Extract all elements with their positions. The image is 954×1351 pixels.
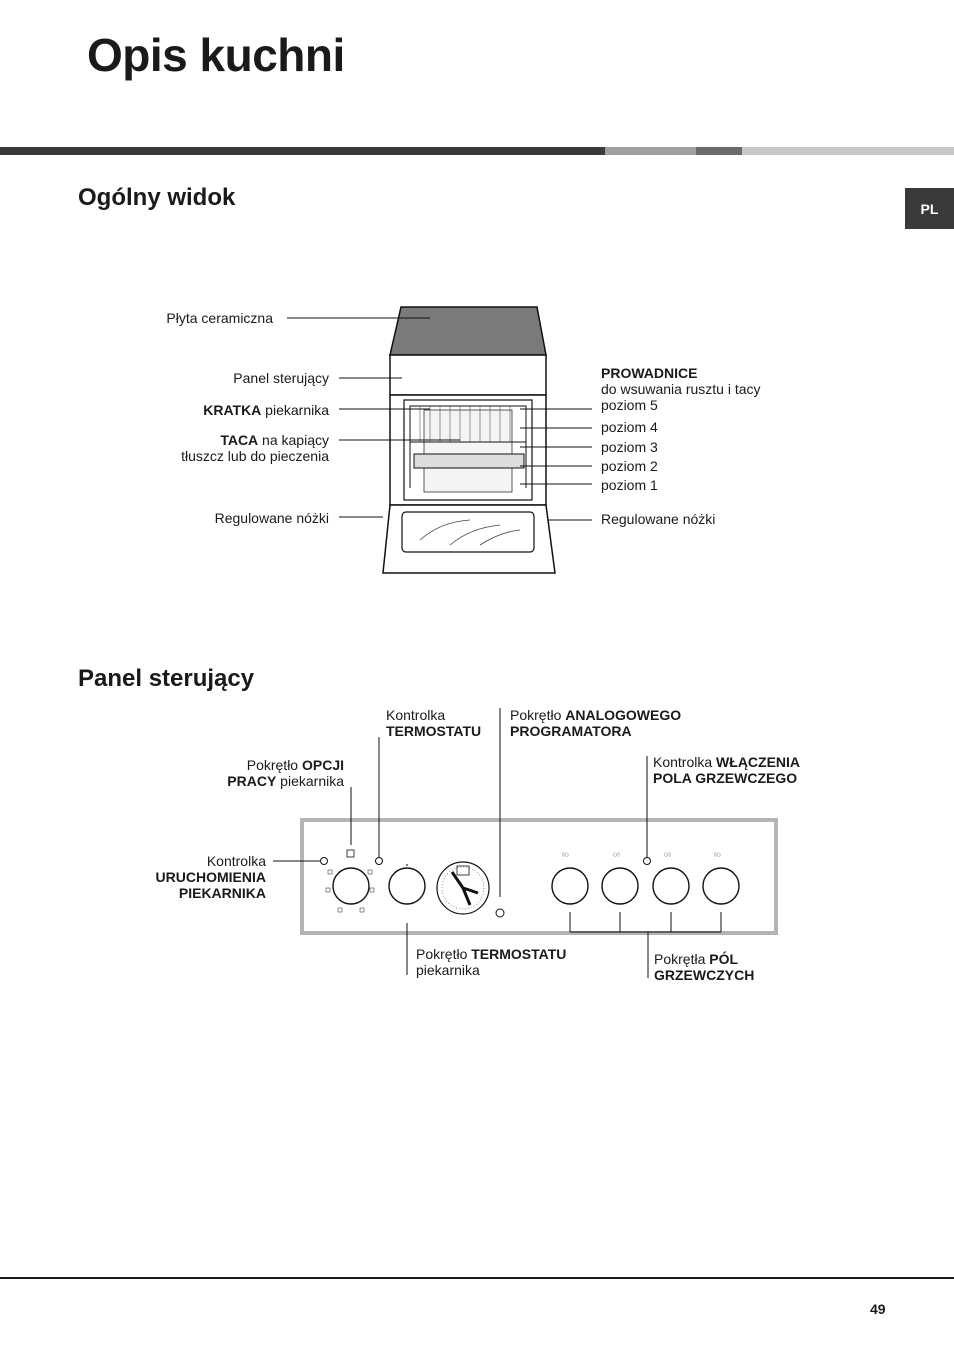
control-panel-heading: Panel sterujący xyxy=(78,665,255,692)
label-level-4: poziom 4 xyxy=(601,419,658,435)
label-hob-lamp-2: POLA GRZEWCZEGO xyxy=(653,770,798,786)
label-options-1: Pokrętło xyxy=(246,757,302,773)
label-ceramic-hob: Płyta ceramiczna xyxy=(166,310,273,326)
label-hob-lamp-1b: WŁĄCZENIA xyxy=(716,754,801,770)
label-feet-left: Regulowane nóżki xyxy=(214,510,329,526)
footer-divider xyxy=(0,1277,954,1279)
label-programmer-1b: ANALOGOWEGO xyxy=(565,707,682,723)
label-oven-grid-bold: KRATKA xyxy=(203,402,262,418)
header-bar-dark2 xyxy=(696,147,742,155)
label-level-1: poziom 1 xyxy=(601,477,658,493)
label-oven-lamp-3: PIEKARNIKA xyxy=(178,885,266,901)
label-guides-bold: PROWADNICE xyxy=(601,365,698,381)
label-hob-knobs-1b: PÓL xyxy=(709,951,739,967)
label-feet-right: Regulowane nóżki xyxy=(601,511,716,527)
header-bar-mid xyxy=(605,147,696,155)
page-number: 49 xyxy=(870,1301,886,1317)
label-programmer: Pokrętło ANALOGOWEGO PROGRAMATORA xyxy=(510,707,681,739)
label-hob-lamp: Kontrolka WŁĄCZENIA POLA GRZEWCZEGO xyxy=(653,754,800,786)
label-oven-lamp-1: Kontrolka xyxy=(206,853,266,869)
label-programmer-2: PROGRAMATORA xyxy=(510,723,632,739)
label-thermo-knob-2: piekarnika xyxy=(416,962,480,978)
page-title: Opis kuchni xyxy=(87,29,345,81)
svg-text:◊○: ◊○ xyxy=(562,851,569,858)
header-bar-dark xyxy=(0,147,605,155)
label-level-2: poziom 2 xyxy=(601,458,658,474)
label-programmer-1: Pokrętło xyxy=(510,707,566,723)
label-tray: TACA na kapiący tłuszcz lub do pieczenia xyxy=(181,432,329,464)
label-oven-grid: KRATKA piekarnika xyxy=(203,402,329,418)
label-tray-line2: tłuszcz lub do pieczenia xyxy=(181,448,329,464)
label-thermo-lamp-2: TERMOSTATU xyxy=(386,723,482,739)
label-options-2: piekarnika xyxy=(276,773,344,789)
overview-heading: Ogólny widok xyxy=(78,184,236,211)
label-hob-lamp-1: Kontrolka xyxy=(653,754,717,770)
language-tab[interactable]: PL xyxy=(905,188,954,229)
label-level-3: poziom 3 xyxy=(601,439,658,455)
svg-text:◊○: ◊○ xyxy=(714,851,721,858)
label-thermo-lamp: Kontrolka TERMOSTATU xyxy=(386,707,481,739)
label-options-1b: OPCJI xyxy=(301,757,344,773)
label-tray-rest: na kapiący xyxy=(258,432,329,448)
label-hob-knobs-2: GRZEWCZYCH xyxy=(654,967,755,983)
label-control-panel: Panel sterujący xyxy=(233,370,329,386)
header-bar-light xyxy=(742,147,954,155)
label-thermo-knob-1: Pokrętło xyxy=(416,946,472,962)
label-level-5: poziom 5 xyxy=(601,397,658,413)
label-hob-knobs: Pokrętła PÓL GRZEWCZYCH xyxy=(654,951,754,983)
label-oven-grid-rest: piekarnika xyxy=(261,402,329,418)
label-options-2b: PRACY xyxy=(227,773,277,789)
label-thermo-lamp-1: Kontrolka xyxy=(386,707,446,723)
label-oven-lamp-2: URUCHOMIENIA xyxy=(155,869,266,885)
label-tray-bold: TACA xyxy=(220,432,259,448)
svg-text:○◊: ○◊ xyxy=(613,851,620,858)
label-oven-lamp: Kontrolka URUCHOMIENIA PIEKARNIKA xyxy=(156,853,266,901)
label-guides: PROWADNICE do wsuwania rusztu i tacy poz… xyxy=(601,365,761,413)
label-thermo-knob-1b: TERMOSTATU xyxy=(471,946,567,962)
label-options-knob: Pokrętło OPCJI PRACY piekarnika xyxy=(227,757,344,789)
label-hob-knobs-1: Pokrętła xyxy=(654,951,710,967)
label-guides-sub: do wsuwania rusztu i tacy xyxy=(601,381,761,397)
label-thermo-knob: Pokrętło TERMOSTATU piekarnika xyxy=(416,946,566,978)
svg-text:○◊: ○◊ xyxy=(664,851,671,858)
